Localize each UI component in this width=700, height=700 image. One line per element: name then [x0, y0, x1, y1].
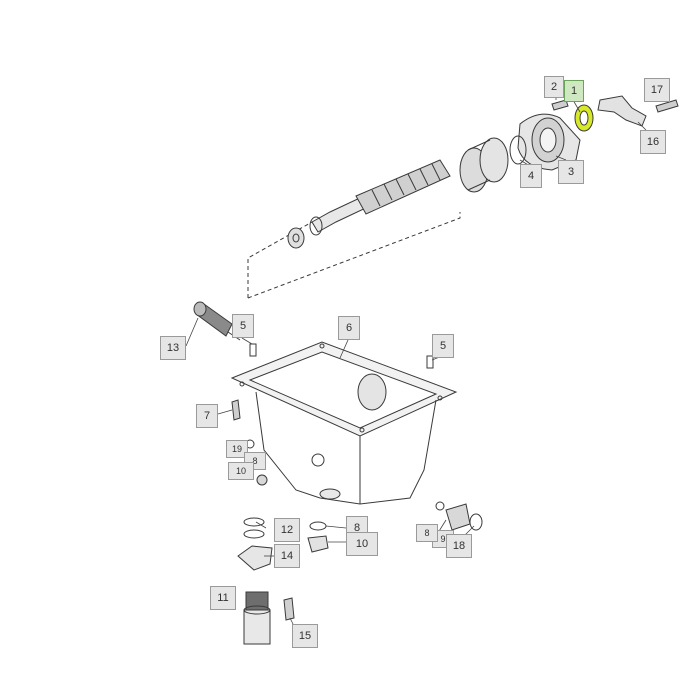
callout-19[interactable]: 19 — [226, 440, 248, 458]
highlighted-seal-part — [574, 104, 594, 132]
bolt-part — [551, 99, 569, 111]
callout-12[interactable]: 12 — [274, 518, 300, 542]
nut-part — [256, 474, 268, 486]
bolt-part — [231, 399, 241, 421]
spline-ring-part — [287, 227, 305, 249]
callout-2[interactable]: 2 — [544, 76, 564, 98]
callout-13[interactable]: 13 — [160, 336, 186, 360]
valve-part — [445, 503, 471, 531]
gear-part — [459, 137, 509, 193]
washer-part — [243, 529, 265, 539]
callout-3[interactable]: 3 — [558, 160, 584, 184]
cover-plate-part — [237, 545, 273, 571]
callout-1[interactable]: 1 — [564, 80, 584, 102]
callout-10-mid[interactable]: 10 — [346, 532, 378, 556]
housing-part — [517, 113, 581, 171]
washer-part — [435, 501, 445, 511]
shaft-part — [309, 159, 451, 236]
plug-part — [307, 535, 329, 553]
callout-4[interactable]: 4 — [520, 164, 542, 188]
callout-5-right[interactable]: 5 — [432, 334, 454, 358]
dowel-pin-part — [249, 343, 257, 357]
callout-6[interactable]: 6 — [338, 316, 360, 340]
dowel-pin-part — [426, 355, 434, 369]
callout-8-right[interactable]: 8 — [416, 524, 438, 542]
callout-11[interactable]: 11 — [210, 586, 236, 610]
callout-18[interactable]: 18 — [446, 534, 472, 558]
sensor-part — [243, 591, 271, 645]
assembly-guide-line — [247, 212, 461, 299]
bolt-part — [655, 99, 679, 113]
washer-part — [309, 521, 327, 531]
callout-5-left[interactable]: 5 — [232, 314, 254, 338]
callout-15[interactable]: 15 — [292, 624, 318, 648]
callout-14[interactable]: 14 — [274, 544, 300, 568]
washer-part — [243, 517, 265, 527]
oil-pan-part — [230, 341, 458, 505]
callout-7[interactable]: 7 — [196, 404, 218, 428]
callout-10-left[interactable]: 10 — [228, 462, 254, 480]
washer-part — [469, 513, 483, 531]
callout-17[interactable]: 17 — [644, 78, 670, 102]
seal-ring-part — [509, 135, 527, 165]
callout-16[interactable]: 16 — [640, 130, 666, 154]
lever-part — [597, 95, 647, 127]
bolt-part — [283, 597, 295, 621]
